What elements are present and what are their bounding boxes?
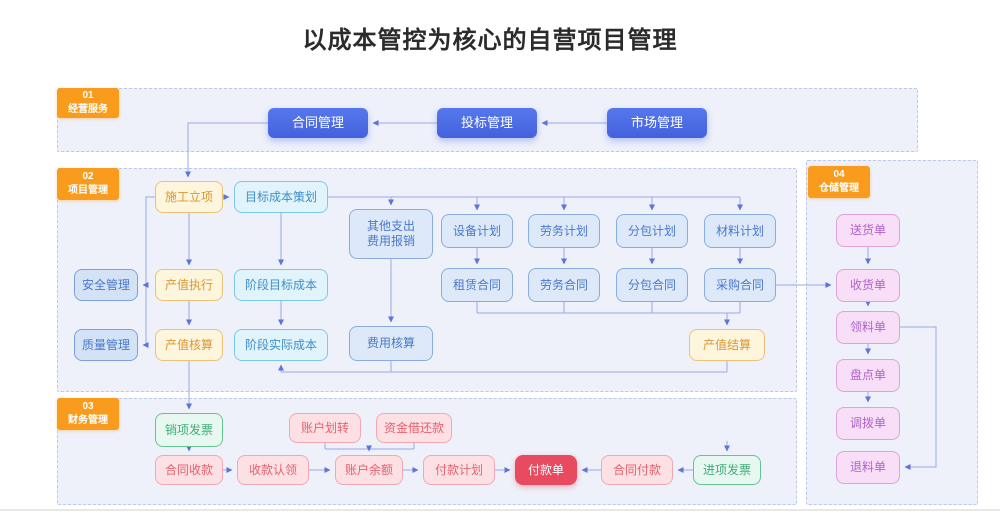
- node-contract-payment: 合同付款: [601, 455, 673, 485]
- section-label-warehouse: 04 仓储管理: [808, 166, 870, 198]
- node-equipment-plan: 设备计划: [441, 214, 513, 248]
- node-stocktake-note: 盘点单: [836, 359, 900, 392]
- node-contract-receipt: 合同收款: [155, 455, 223, 485]
- node-bid-management: 投标管理: [437, 108, 537, 138]
- node-receipt-claim: 收款认领: [237, 455, 309, 485]
- node-transfer-note: 调拨单: [836, 407, 900, 440]
- section-number: 02: [82, 170, 94, 182]
- node-account-transfer: 账户划转: [289, 413, 361, 443]
- node-account-balance: 账户余额: [335, 455, 403, 485]
- section-title: 经营服务: [68, 104, 108, 115]
- section-label-project: 02 项目管理: [57, 168, 119, 200]
- node-output-settlement: 产值结算: [689, 329, 765, 361]
- node-delivery-note: 送货单: [836, 214, 900, 247]
- node-contract-management: 合同管理: [268, 108, 368, 138]
- node-output-accounting: 产值核算: [155, 329, 223, 361]
- node-safety-management: 安全管理: [74, 269, 138, 301]
- section-label-business: 01 经营服务: [57, 88, 119, 118]
- node-target-cost-planning: 目标成本策划: [234, 181, 328, 213]
- node-payment-order: 付款单: [515, 455, 577, 485]
- section-title: 项目管理: [68, 185, 108, 196]
- node-subcontract-contract: 分包合同: [616, 268, 688, 302]
- page-title: 以成本管控为核心的自营项目管理: [302, 27, 678, 54]
- section-number: 04: [833, 168, 845, 180]
- node-receipt-note: 收货单: [836, 269, 900, 302]
- node-lease-contract: 租赁合同: [441, 268, 513, 302]
- node-construction-initiation: 施工立项: [155, 181, 223, 213]
- node-other-expense-reimburse: 其他支出 费用报销: [349, 209, 433, 259]
- node-stage-actual-cost: 阶段实际成本: [234, 329, 328, 361]
- section-title: 财务管理: [68, 415, 108, 426]
- node-labor-plan: 劳务计划: [528, 214, 600, 248]
- node-purchase-contract: 采购合同: [704, 268, 776, 302]
- node-input-invoice: 进项发票: [693, 455, 761, 485]
- node-quality-management: 质量管理: [74, 329, 138, 361]
- section-title: 仓储管理: [819, 183, 859, 194]
- node-output-execution: 产值执行: [155, 269, 223, 301]
- node-material-requisition: 领料单: [836, 311, 900, 344]
- node-expense-accounting: 费用核算: [349, 326, 433, 361]
- node-stage-target-cost: 阶段目标成本: [234, 269, 328, 301]
- section-number: 03: [82, 400, 94, 412]
- node-labor-contract: 劳务合同: [528, 268, 600, 302]
- node-sales-invoice: 销项发票: [155, 413, 223, 447]
- node-material-plan: 材料计划: [704, 214, 776, 248]
- node-market-management: 市场管理: [607, 108, 707, 138]
- node-subcontract-plan: 分包计划: [616, 214, 688, 248]
- node-fund-loan-repayment: 资金借还款: [376, 413, 452, 443]
- section-label-finance: 03 财务管理: [57, 398, 119, 430]
- window-bottom-edge: [0, 509, 1000, 511]
- section-number: 01: [82, 89, 94, 101]
- node-material-return: 退料单: [836, 451, 900, 484]
- node-payment-plan: 付款计划: [423, 455, 495, 485]
